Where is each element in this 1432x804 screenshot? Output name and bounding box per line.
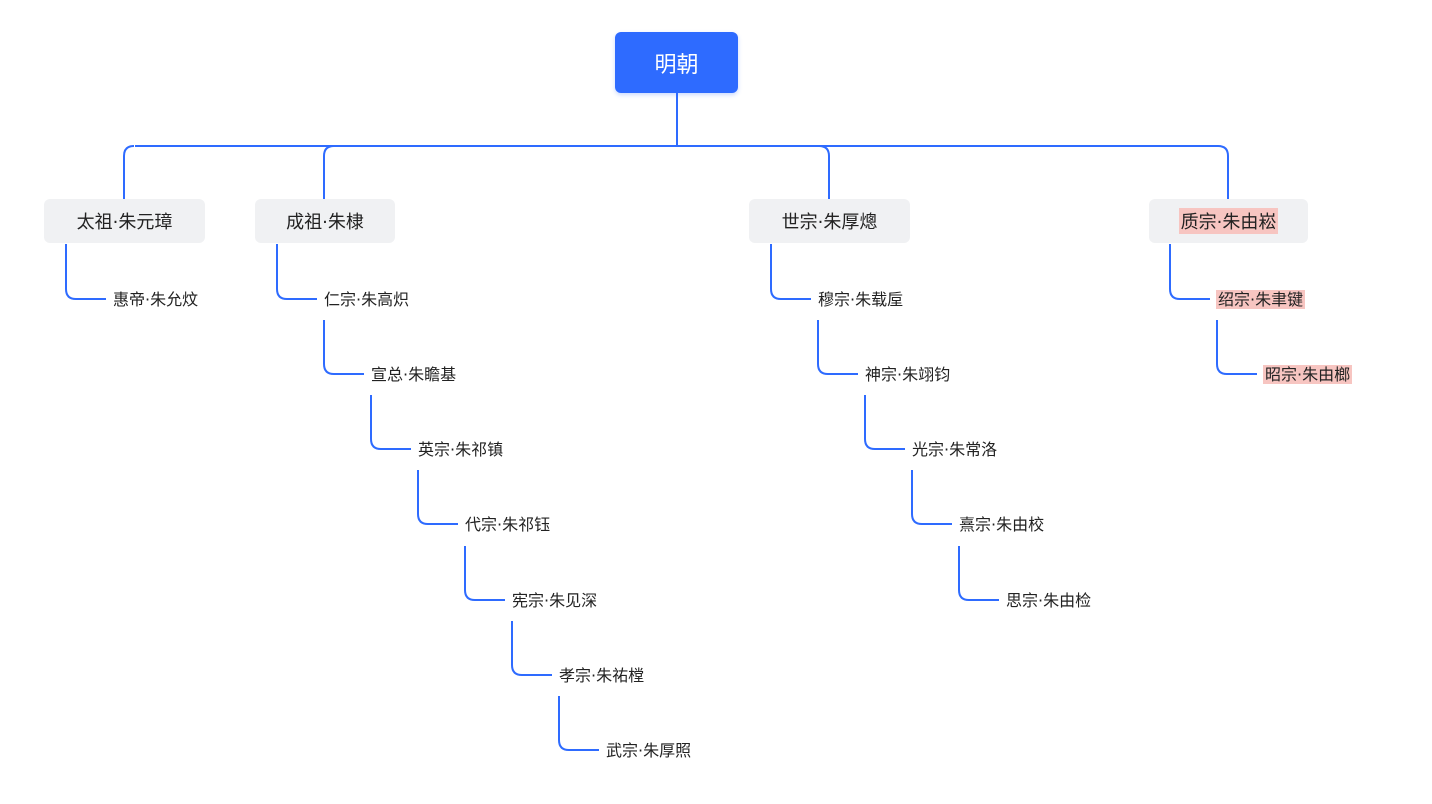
- branch-node[interactable]: 成祖·朱棣: [255, 199, 395, 243]
- child-link-line: [864, 395, 905, 450]
- child-link-line: [817, 320, 858, 375]
- child-link-line: [1216, 320, 1257, 375]
- branch-link-line: [1217, 145, 1229, 199]
- child-label: 穆宗·朱载垕: [818, 290, 904, 309]
- child-link-line: [417, 470, 458, 525]
- child-node[interactable]: 仁宗·朱高炽: [324, 288, 409, 312]
- branch-node[interactable]: 质宗·朱由崧: [1149, 199, 1308, 243]
- child-label: 光宗·朱常洛: [912, 440, 998, 459]
- child-label: 武宗·朱厚照: [606, 741, 692, 760]
- child-link-line: [1169, 244, 1210, 300]
- child-node[interactable]: 神宗·朱翊钧: [865, 363, 950, 387]
- child-node[interactable]: 绍宗·朱聿键: [1216, 288, 1306, 312]
- child-node[interactable]: 宣总·朱瞻基: [371, 363, 456, 387]
- child-link-line: [464, 546, 505, 601]
- branch-link-line: [123, 145, 135, 199]
- child-node[interactable]: 穆宗·朱载垕: [818, 288, 903, 312]
- child-link-line: [323, 320, 364, 375]
- child-label: 宣总·朱瞻基: [371, 365, 457, 384]
- child-label-highlighted: 绍宗·朱聿键: [1216, 290, 1306, 309]
- branch-link-line: [323, 145, 335, 199]
- child-link-line: [911, 470, 952, 525]
- child-label: 熹宗·朱由校: [959, 515, 1045, 534]
- child-label: 代宗·朱祁钰: [465, 515, 551, 534]
- child-label: 宪宗·朱见深: [512, 591, 598, 610]
- child-label: 惠帝·朱允炆: [113, 290, 199, 309]
- child-label: 英宗·朱祁镇: [418, 440, 504, 459]
- child-link-line: [558, 696, 599, 751]
- child-label: 思宗·朱由检: [1006, 591, 1092, 610]
- child-node[interactable]: 代宗·朱祁钰: [465, 513, 550, 537]
- child-label: 孝宗·朱祐樘: [559, 666, 645, 685]
- child-link-line: [770, 244, 811, 300]
- child-link-line: [370, 395, 411, 450]
- child-node[interactable]: 思宗·朱由检: [1006, 589, 1091, 613]
- branch-node[interactable]: 太祖·朱元璋: [44, 199, 205, 243]
- child-node[interactable]: 光宗·朱常洛: [912, 438, 997, 462]
- branch-label-highlighted: 质宗·朱由崧: [1178, 208, 1279, 234]
- child-node[interactable]: 孝宗·朱祐樘: [559, 664, 644, 688]
- child-node[interactable]: 宪宗·朱见深: [512, 589, 597, 613]
- child-node[interactable]: 熹宗·朱由校: [959, 513, 1044, 537]
- child-label-highlighted: 昭宗·朱由榔: [1263, 365, 1353, 384]
- child-link-line: [276, 244, 317, 300]
- child-node[interactable]: 昭宗·朱由榔: [1263, 363, 1353, 387]
- root-node[interactable]: 明朝: [615, 32, 738, 93]
- child-node[interactable]: 英宗·朱祁镇: [418, 438, 503, 462]
- child-link-line: [511, 621, 552, 676]
- child-node[interactable]: 惠帝·朱允炆: [113, 288, 198, 312]
- child-link-line: [958, 546, 999, 601]
- child-node[interactable]: 武宗·朱厚照: [606, 739, 691, 763]
- child-link-line: [65, 244, 106, 300]
- branch-node[interactable]: 世宗·朱厚熜: [749, 199, 910, 243]
- child-label: 神宗·朱翊钧: [865, 365, 951, 384]
- branch-link-line: [818, 145, 830, 199]
- child-label: 仁宗·朱高炽: [324, 290, 410, 309]
